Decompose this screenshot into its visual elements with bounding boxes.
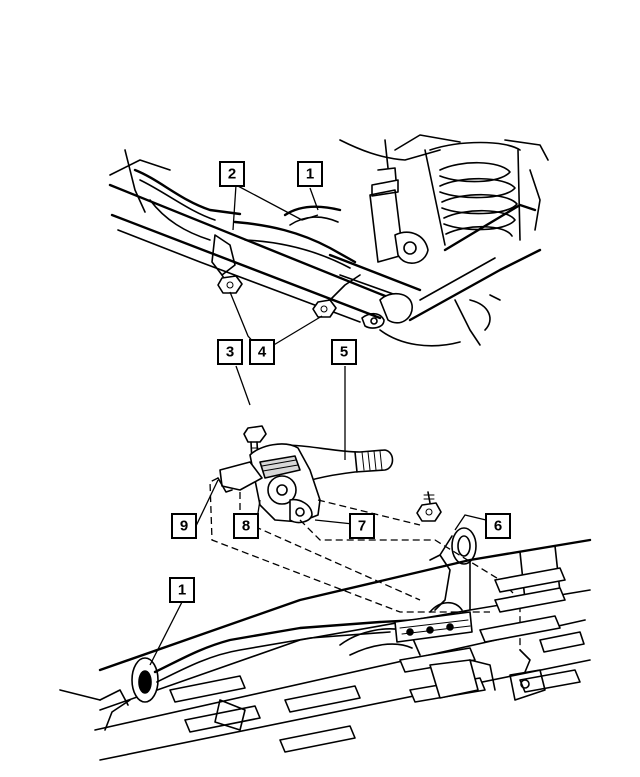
callout-9-label: 9 (180, 518, 188, 535)
callout-7-label: 7 (358, 518, 366, 535)
callout-1-top-label: 1 (306, 166, 314, 183)
callout-5: 5 (331, 339, 357, 365)
callout-4-label: 4 (258, 344, 267, 361)
callout-9: 9 (171, 513, 197, 539)
shock-absorber (369, 139, 404, 263)
nut-left-icon (217, 275, 243, 294)
callout-3: 3 (217, 339, 243, 365)
callout-8: 8 (233, 513, 259, 539)
leader-lines (149, 184, 487, 666)
callout-5-label: 5 (340, 344, 348, 361)
callout-2: 2 (219, 161, 245, 187)
callout-2-label: 2 (228, 166, 236, 183)
callout-1-bottom: 1 (169, 577, 195, 603)
callout-6-label: 6 (494, 518, 502, 535)
floor-pan-view (59, 538, 592, 761)
callout-1-bottom-label: 1 (178, 582, 186, 599)
coil-spring (424, 141, 521, 246)
callout-6: 6 (485, 513, 511, 539)
callout-4: 4 (249, 339, 275, 365)
callout-7: 7 (349, 513, 375, 539)
callout-8-label: 8 (242, 518, 250, 535)
grommet-lower-icon (131, 657, 159, 703)
nut-right-icon (312, 299, 337, 318)
callout-3-label: 3 (226, 344, 234, 361)
grommet-icon (429, 527, 477, 565)
parking-brake-lever-assembly (217, 425, 477, 565)
callout-1-top: 1 (297, 161, 323, 187)
rear-suspension-view (108, 134, 549, 347)
nut-lever-icon (416, 491, 442, 522)
